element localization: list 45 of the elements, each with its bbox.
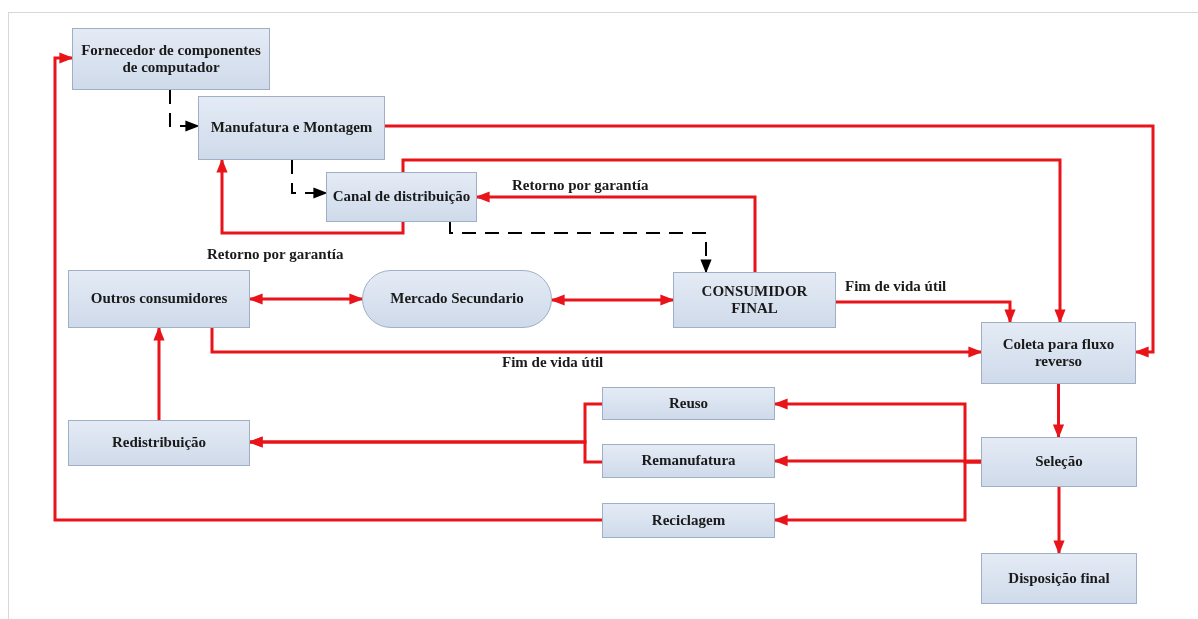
- process-box: [326, 172, 477, 222]
- node-label: Fornecedor de componentes de computador: [80, 41, 262, 77]
- process-box: [673, 272, 836, 328]
- node-label: Disposição final: [1007, 569, 1111, 588]
- node-label: Manufatura e Montagem: [209, 119, 374, 137]
- arrow: [169, 89, 200, 132]
- arrow: [291, 159, 328, 199]
- node-label: Seleção: [1034, 453, 1084, 471]
- arrow: [1052, 384, 1065, 439]
- process-box: [981, 437, 1137, 487]
- arrow: [773, 460, 981, 526]
- node-label: Coleta para fluxo reverso: [1001, 335, 1116, 371]
- process-box: [68, 270, 250, 328]
- process-box: [198, 96, 385, 160]
- arrow: [449, 221, 712, 274]
- node-label: Mercado Secundario: [389, 290, 525, 308]
- node-label: Redistribuição: [110, 434, 208, 452]
- process-box: [602, 503, 775, 538]
- process-box: [602, 444, 775, 478]
- arrow: [210, 328, 983, 358]
- edge-label: Retorno por garantía: [205, 246, 346, 263]
- arrow: [153, 326, 165, 420]
- arrow: [216, 158, 405, 235]
- process-box: [602, 387, 775, 420]
- arrow: [401, 158, 1066, 324]
- arrow: [1053, 487, 1065, 555]
- arrow: [475, 191, 757, 272]
- arrow: [53, 52, 602, 522]
- node-label: CONSUMIDOR FINAL: [700, 282, 809, 318]
- node-label: Reuso: [667, 394, 710, 413]
- arrow: [550, 294, 675, 306]
- process-box: [981, 322, 1136, 384]
- node-label: Canal de distribuição: [331, 188, 472, 206]
- process-box: [981, 553, 1137, 604]
- edge-label: Retorno por garantía: [510, 177, 651, 194]
- arrow: [385, 124, 1155, 358]
- node-label: Outros consumidores: [89, 290, 229, 308]
- process-box: [72, 28, 270, 90]
- arrow: [248, 436, 602, 464]
- node-label: Reciclagem: [650, 511, 727, 530]
- arrow: [773, 455, 981, 467]
- arrow: [836, 300, 1016, 324]
- node-label: Remanufatura: [640, 452, 737, 470]
- arrow: [248, 293, 364, 305]
- process-box: [68, 420, 250, 466]
